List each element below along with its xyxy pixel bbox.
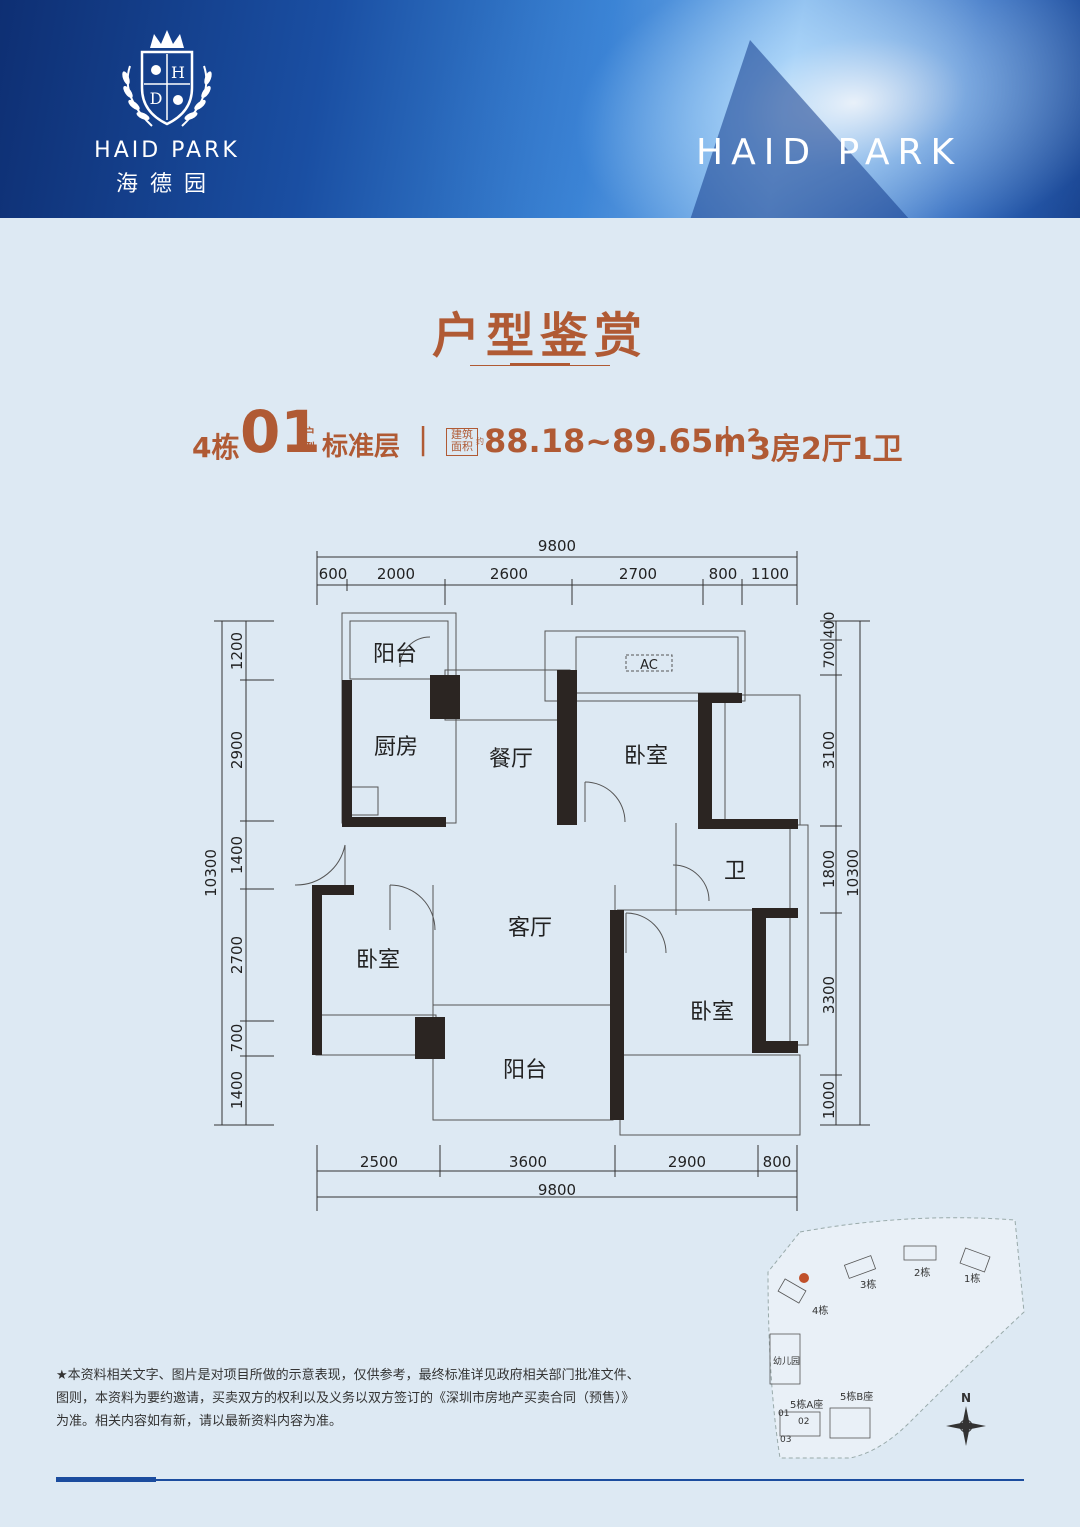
dim-bottom-2: 2900 — [668, 1153, 706, 1171]
door-swings — [294, 636, 710, 954]
right-dimension-lines — [820, 620, 870, 1126]
disclaimer-line: 为准。相关内容如有新，请以最新资料内容为准。 — [56, 1414, 343, 1429]
footer-rule-accent — [56, 1477, 156, 1482]
compass-icon: N — [946, 1391, 986, 1446]
site-label-4: 4栋 — [812, 1304, 828, 1317]
site-label-3: 3栋 — [860, 1278, 876, 1291]
disclaimer-line: 图则，本资料为要约邀请，买卖双方的权利以及义务以双方签订的《深圳市房地产买卖合同… — [56, 1391, 635, 1406]
room-bedroom-left: 卧室 — [356, 948, 400, 973]
dim-top-5: 1100 — [751, 565, 789, 583]
room-bedroom-top: 卧室 — [624, 744, 668, 769]
disclaimer-line: ★本资料相关文字、图片是对项目所做的示意表现，仅供参考，最终标准详见政府相关部门… — [56, 1368, 640, 1383]
room-balcony-bottom: 阳台 — [503, 1058, 547, 1083]
site-unit-01: 01 — [778, 1409, 789, 1419]
footer-rule — [56, 1479, 1024, 1481]
crest-monogram-bottom: D — [150, 89, 163, 108]
unit-number: 01 — [240, 398, 321, 466]
dim-left-total: 10300 — [202, 849, 220, 897]
dim-left-1: 2900 — [228, 731, 246, 769]
dim-bottom-0: 2500 — [360, 1153, 398, 1171]
dim-left-0: 1200 — [228, 632, 246, 670]
dim-left-5: 1400 — [228, 1071, 246, 1109]
title-underline-accent — [510, 363, 570, 366]
dim-right-total: 10300 — [844, 849, 862, 897]
bottom-dimension-lines — [316, 1145, 798, 1211]
building-footprints — [769, 1245, 991, 1439]
area-tag-top: 建筑 — [451, 428, 473, 441]
dim-left-3: 2700 — [228, 936, 246, 974]
site-map: 4栋 3栋 2栋 1栋 幼儿园 5栋A座 5栋B座 01 02 03 N — [767, 1217, 1025, 1459]
thick-walls — [312, 670, 798, 1120]
logo-chinese-name: 海德园 — [115, 172, 218, 197]
dim-bottom-3: 800 — [763, 1153, 792, 1171]
dim-right-3: 1800 — [820, 850, 838, 888]
site-boundary — [767, 1217, 1025, 1459]
building-label: 4栋 — [192, 431, 240, 464]
dim-top-4: 800 — [709, 565, 738, 583]
dim-top-3: 2700 — [619, 565, 657, 583]
compass-north: N — [961, 1391, 971, 1405]
room-dining: 餐厅 — [489, 747, 533, 772]
site-label-1: 1栋 — [964, 1272, 980, 1285]
crest-monogram-top: H — [171, 63, 185, 82]
area-tag-bottom: 面积 — [451, 440, 473, 453]
room-layout: 3房2厅1卫 — [750, 432, 903, 467]
floor-type: 标准层 — [322, 432, 401, 462]
dim-top-0: 600 — [319, 565, 348, 583]
room-balcony-top: 阳台 — [373, 642, 417, 667]
current-unit-marker — [799, 1273, 809, 1283]
room-bathroom: 卫 — [724, 859, 746, 884]
area-tag-marker: 约 — [476, 437, 484, 446]
logo-english-name: HAID PARK — [94, 138, 240, 163]
dim-right-0: 400 — [822, 612, 838, 639]
dim-right-2: 3100 — [820, 731, 838, 769]
site-unit-03: 03 — [780, 1435, 791, 1445]
page-title: 户型鉴赏 — [431, 308, 648, 364]
site-label-5b: 5栋B座 — [840, 1390, 873, 1403]
area-range: 88.18~89.65m² — [484, 422, 761, 460]
dim-left-4: 700 — [228, 1024, 246, 1053]
unit-info-row: 4栋 01 户 型 标准层 | 建筑 面积 约 88.18~89.65m² | … — [0, 398, 1080, 468]
area-tag: 建筑 面积 — [446, 428, 478, 456]
room-bedroom-right: 卧室 — [690, 1000, 734, 1025]
site-label-5a: 5栋A座 — [790, 1398, 823, 1411]
site-label-2: 2栋 — [914, 1266, 930, 1279]
dim-right-5: 1000 — [820, 1081, 838, 1119]
room-kitchen: 厨房 — [374, 735, 418, 760]
left-dimension-lines — [214, 620, 274, 1126]
site-unit-02: 02 — [798, 1417, 809, 1427]
disclaimer: ★本资料相关文字、图片是对项目所做的示意表现，仅供参考，最终标准详见政府相关部门… — [56, 1364, 736, 1433]
floor-plan: 9800 600 2000 2600 2700 800 1100 2500 36… — [202, 537, 870, 1211]
separator: | — [722, 422, 733, 457]
unit-suffix-bottom: 型 — [304, 441, 315, 454]
dim-bottom-1: 3600 — [509, 1153, 547, 1171]
brand-wordmark: HAID PARK — [696, 132, 963, 173]
crest-logo-icon: H D — [122, 30, 212, 127]
dim-top-2: 2600 — [490, 565, 528, 583]
dim-right-4: 3300 — [820, 976, 838, 1014]
top-dimension-lines — [316, 551, 798, 605]
ac-label: AC — [640, 658, 658, 673]
dim-top-1: 2000 — [377, 565, 415, 583]
banner-peak-art — [690, 40, 910, 218]
room-living: 客厅 — [508, 916, 552, 941]
site-label-kindergarten: 幼儿园 — [773, 1355, 800, 1367]
dim-bottom-total: 9800 — [538, 1181, 576, 1199]
header-banner: H D HAID PARK 海德园 HAID PARK — [0, 0, 1080, 218]
dim-right-1: 700 — [822, 642, 838, 669]
dim-top-total: 9800 — [538, 537, 576, 555]
dim-left-2: 1400 — [228, 836, 246, 874]
separator: | — [418, 422, 429, 457]
unit-suffix-top: 户 — [304, 426, 315, 439]
